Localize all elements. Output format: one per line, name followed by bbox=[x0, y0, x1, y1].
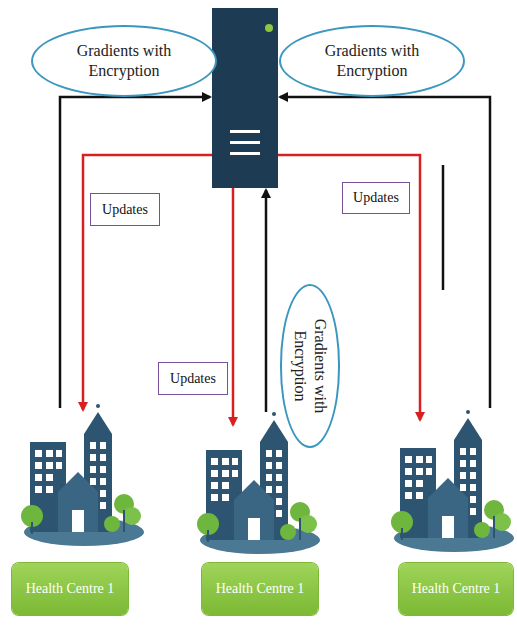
node-label: Updates bbox=[102, 202, 148, 218]
node-label: Gradients with Encryption bbox=[60, 41, 188, 81]
node-label: Health Centre 1 bbox=[412, 581, 501, 597]
node-label: Updates bbox=[170, 371, 216, 387]
gradient-ellipse: Gradients with Encryption bbox=[31, 25, 217, 97]
node-label: Health Centre 1 bbox=[216, 581, 305, 597]
health-centre-illustration bbox=[391, 410, 514, 552]
node-label: Health Centre 1 bbox=[26, 581, 115, 597]
server bbox=[212, 8, 278, 188]
health-centre-box: Health Centre 1 bbox=[202, 563, 318, 615]
health-centre-box: Health Centre 1 bbox=[12, 563, 128, 615]
health-centre-box: Health Centre 1 bbox=[399, 563, 513, 615]
updates-box: Updates bbox=[90, 193, 160, 226]
updates-box: Updates bbox=[158, 362, 228, 395]
update-arrows bbox=[83, 155, 420, 425]
gradient-ellipse: Gradients with Encryption bbox=[279, 25, 465, 97]
node-label: Gradients with Encryption bbox=[290, 310, 330, 422]
updates-box: Updates bbox=[342, 182, 410, 214]
gradient-arrows bbox=[60, 97, 490, 412]
gradient-ellipse: Gradients with Encryption bbox=[280, 284, 341, 447]
node-label: Gradients with Encryption bbox=[308, 41, 436, 81]
node-label: Updates bbox=[353, 190, 399, 206]
health-centre-illustration bbox=[21, 404, 144, 546]
